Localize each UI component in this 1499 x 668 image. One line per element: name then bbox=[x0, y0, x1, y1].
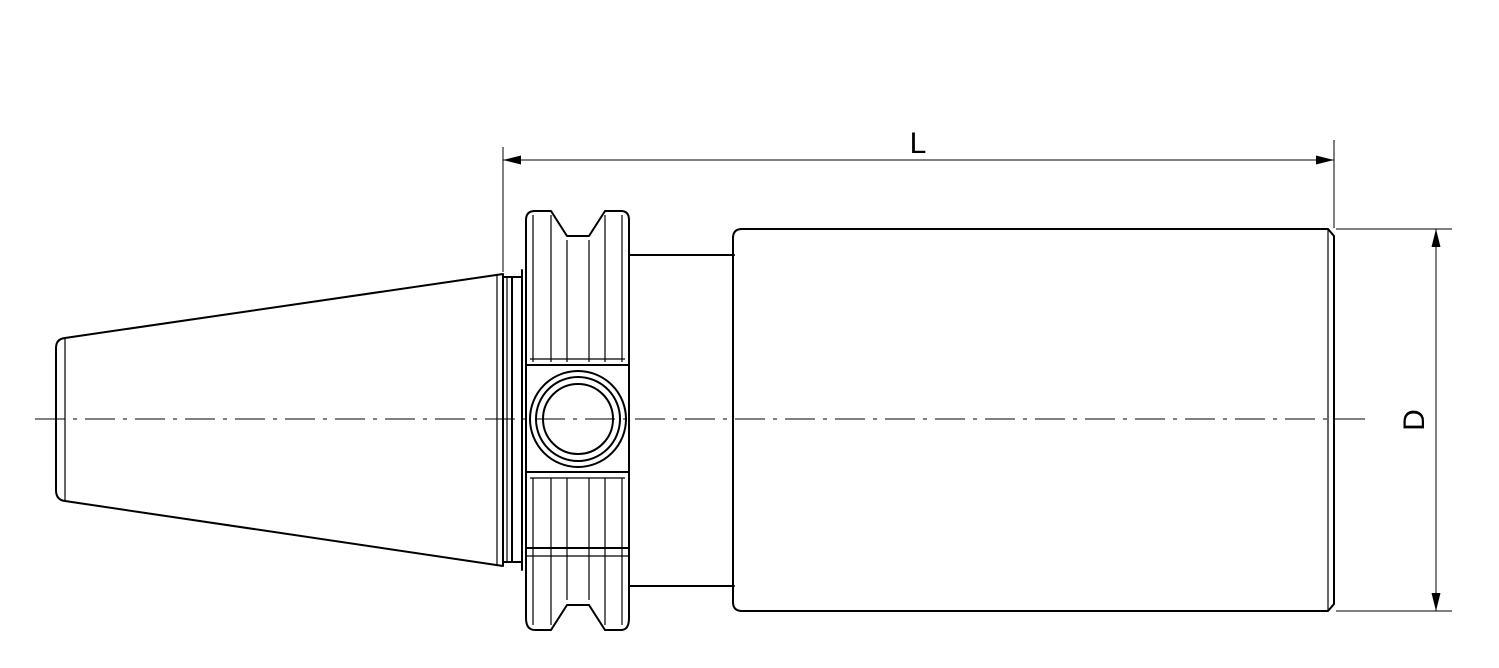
length-label: L bbox=[910, 127, 927, 160]
body-collar bbox=[628, 254, 735, 587]
taper-shank bbox=[55, 273, 504, 567]
diameter-label: D bbox=[1398, 409, 1431, 431]
drive-hole bbox=[529, 370, 627, 468]
v-flange bbox=[525, 210, 630, 631]
length-dimension bbox=[502, 140, 1335, 272]
diameter-dimension bbox=[1336, 228, 1452, 612]
shank-neck bbox=[502, 269, 523, 571]
cylindrical-body bbox=[732, 228, 1335, 612]
